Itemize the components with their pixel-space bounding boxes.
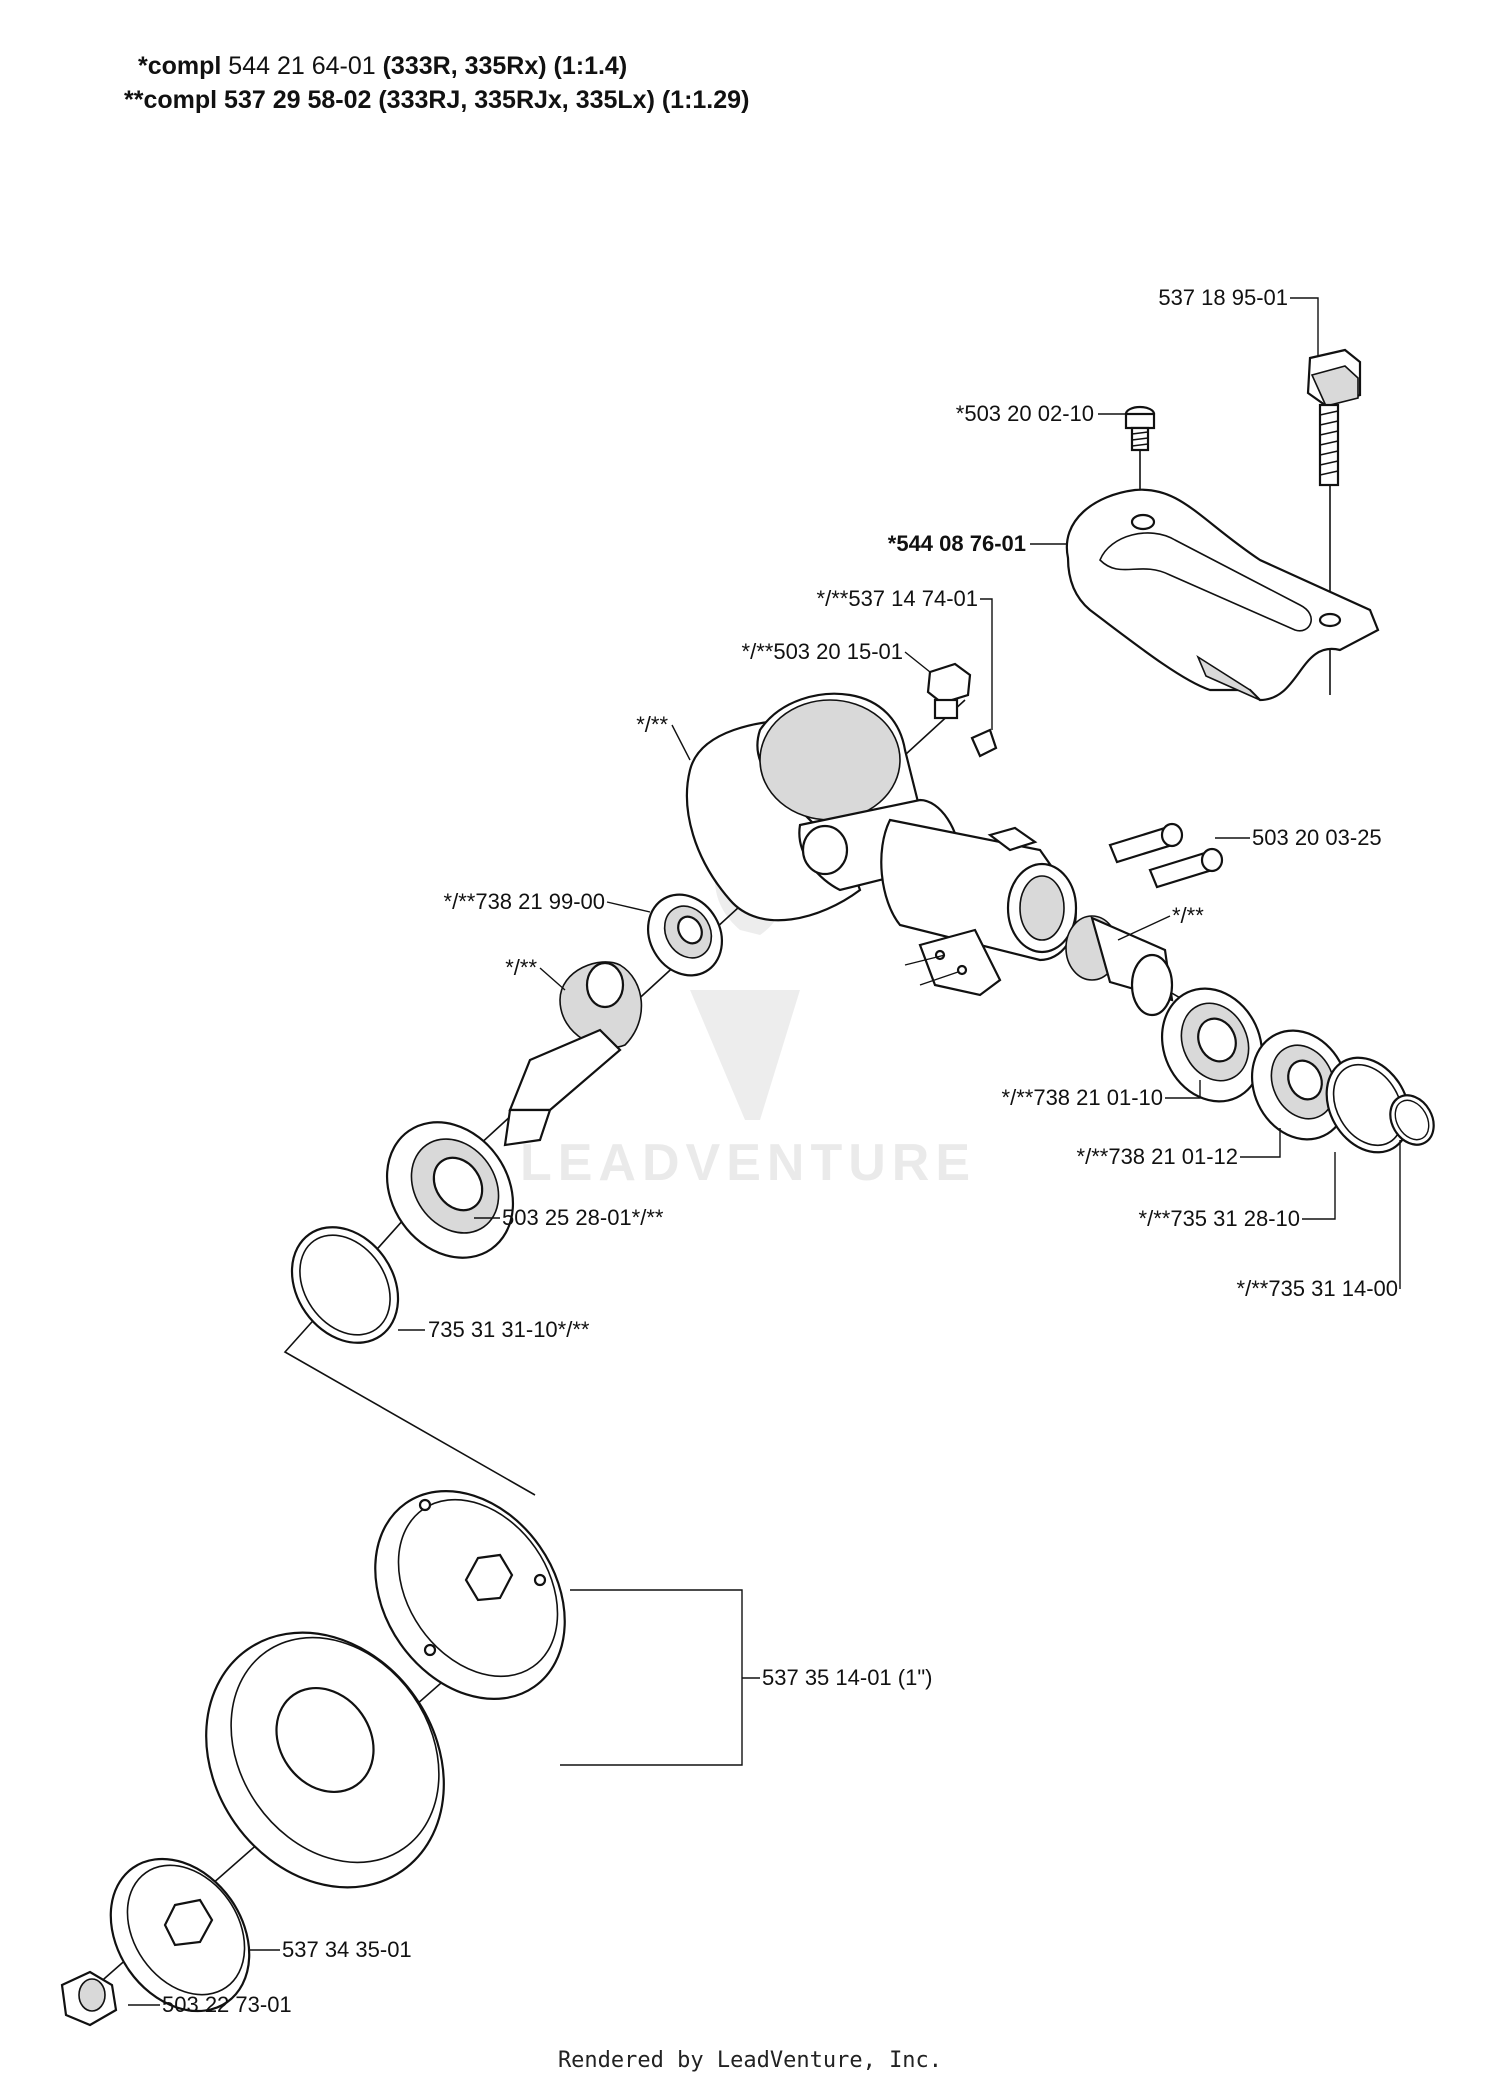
- callout-537-34-35-01[interactable]: 537 34 35-01: [282, 1937, 412, 1962]
- header-line-1-models: (333R, 335Rx) (1:1.4): [382, 52, 628, 80]
- cup-part: [205, 1631, 445, 1889]
- bearing-738-21-01-10-part: [1160, 987, 1264, 1103]
- callout-housing-star[interactable]: */**: [636, 712, 668, 737]
- callout-735-31-28-10[interactable]: */**735 31 28-10: [1139, 1206, 1300, 1231]
- small-bearing-part: [647, 893, 723, 977]
- header-line-1-number: 544 21 64-01: [221, 52, 383, 80]
- callout-537-35-14-01[interactable]: 537 35 14-01 (1"): [762, 1665, 932, 1690]
- callout-503-25-28-01[interactable]: 503 25 28-01*/**: [502, 1205, 664, 1230]
- bearing-738-21-01-12-part: [1250, 1029, 1350, 1141]
- key-part: [970, 728, 998, 758]
- callout-537-18-95-01[interactable]: 537 18 95-01: [1158, 285, 1288, 310]
- header-line-1-prefix: *compl: [138, 52, 222, 80]
- callout-738-21-01-12[interactable]: */**738 21 01-12: [1077, 1144, 1238, 1169]
- callout-544-08-76-01[interactable]: *544 08 76-01: [888, 531, 1026, 556]
- callout-503-22-73-01[interactable]: 503 22 73-01: [162, 1992, 292, 2017]
- clamp-screw-part: [1306, 348, 1362, 487]
- watermark-text: LEADVENTURE: [520, 1134, 976, 1192]
- gear-housing-part: [685, 692, 1078, 997]
- header-line-2: **compl 537 29 58-02 (333RJ, 335RJx, 335…: [124, 86, 749, 115]
- gear-cover-part: [1065, 488, 1380, 702]
- callout-503-20-03-25[interactable]: 503 20 03-25: [1252, 825, 1382, 850]
- header-line-1: *compl 544 21 64-01 (333R, 335Rx) (1:1.4…: [138, 52, 627, 81]
- cover-screw-part: [1124, 405, 1156, 452]
- callout-labels: 537 18 95-01 *503 20 02-10 *544 08 76-01…: [162, 285, 1398, 2017]
- upper-flange-part: [374, 1490, 566, 1700]
- callout-503-20-02-10[interactable]: *503 20 02-10: [956, 401, 1094, 426]
- footer-credit: Rendered by LeadVenture, Inc.: [557, 2048, 943, 2073]
- callout-537-14-74-01[interactable]: */**537 14 74-01: [817, 586, 978, 611]
- header-line-2-number: 537 29 58-02: [217, 86, 379, 114]
- ring-735-31-14-00-part: [1389, 1094, 1435, 1146]
- v-logo-icon: [690, 990, 800, 1120]
- callout-735-31-14-00[interactable]: */**735 31 14-00: [1237, 1276, 1398, 1301]
- pinion-shaft-part: [503, 961, 643, 1147]
- housing-bolts-part: [1108, 822, 1224, 889]
- assembly-axis-line-lower: [283, 1189, 536, 1496]
- callout-503-20-15-01[interactable]: */**503 20 15-01: [742, 639, 903, 664]
- callout-738-21-01-10[interactable]: */**738 21 01-10: [1002, 1085, 1163, 1110]
- nut-part: [60, 1970, 118, 2027]
- output-shaft-part: [1065, 915, 1174, 1017]
- large-bearing-part: [385, 1121, 515, 1259]
- lower-flange-part: [109, 1857, 251, 2013]
- oil-plug-part: [926, 662, 972, 720]
- callout-738-21-99-00[interactable]: */**738 21 99-00: [444, 889, 605, 914]
- callout-735-31-31-10[interactable]: 735 31 31-10*/**: [428, 1317, 590, 1342]
- retaining-ring-part: [290, 1226, 400, 1344]
- header-line-2-prefix: **compl: [124, 86, 218, 114]
- callout-pinion-star[interactable]: */**: [505, 955, 537, 980]
- leader-lines: [128, 297, 1401, 2006]
- ring-735-31-28-10-part: [1325, 1056, 1411, 1154]
- header-line-2-models: (333RJ, 335RJx, 335Lx) (1:1.29): [378, 86, 750, 114]
- callout-output-shaft-star[interactable]: */**: [1172, 903, 1204, 928]
